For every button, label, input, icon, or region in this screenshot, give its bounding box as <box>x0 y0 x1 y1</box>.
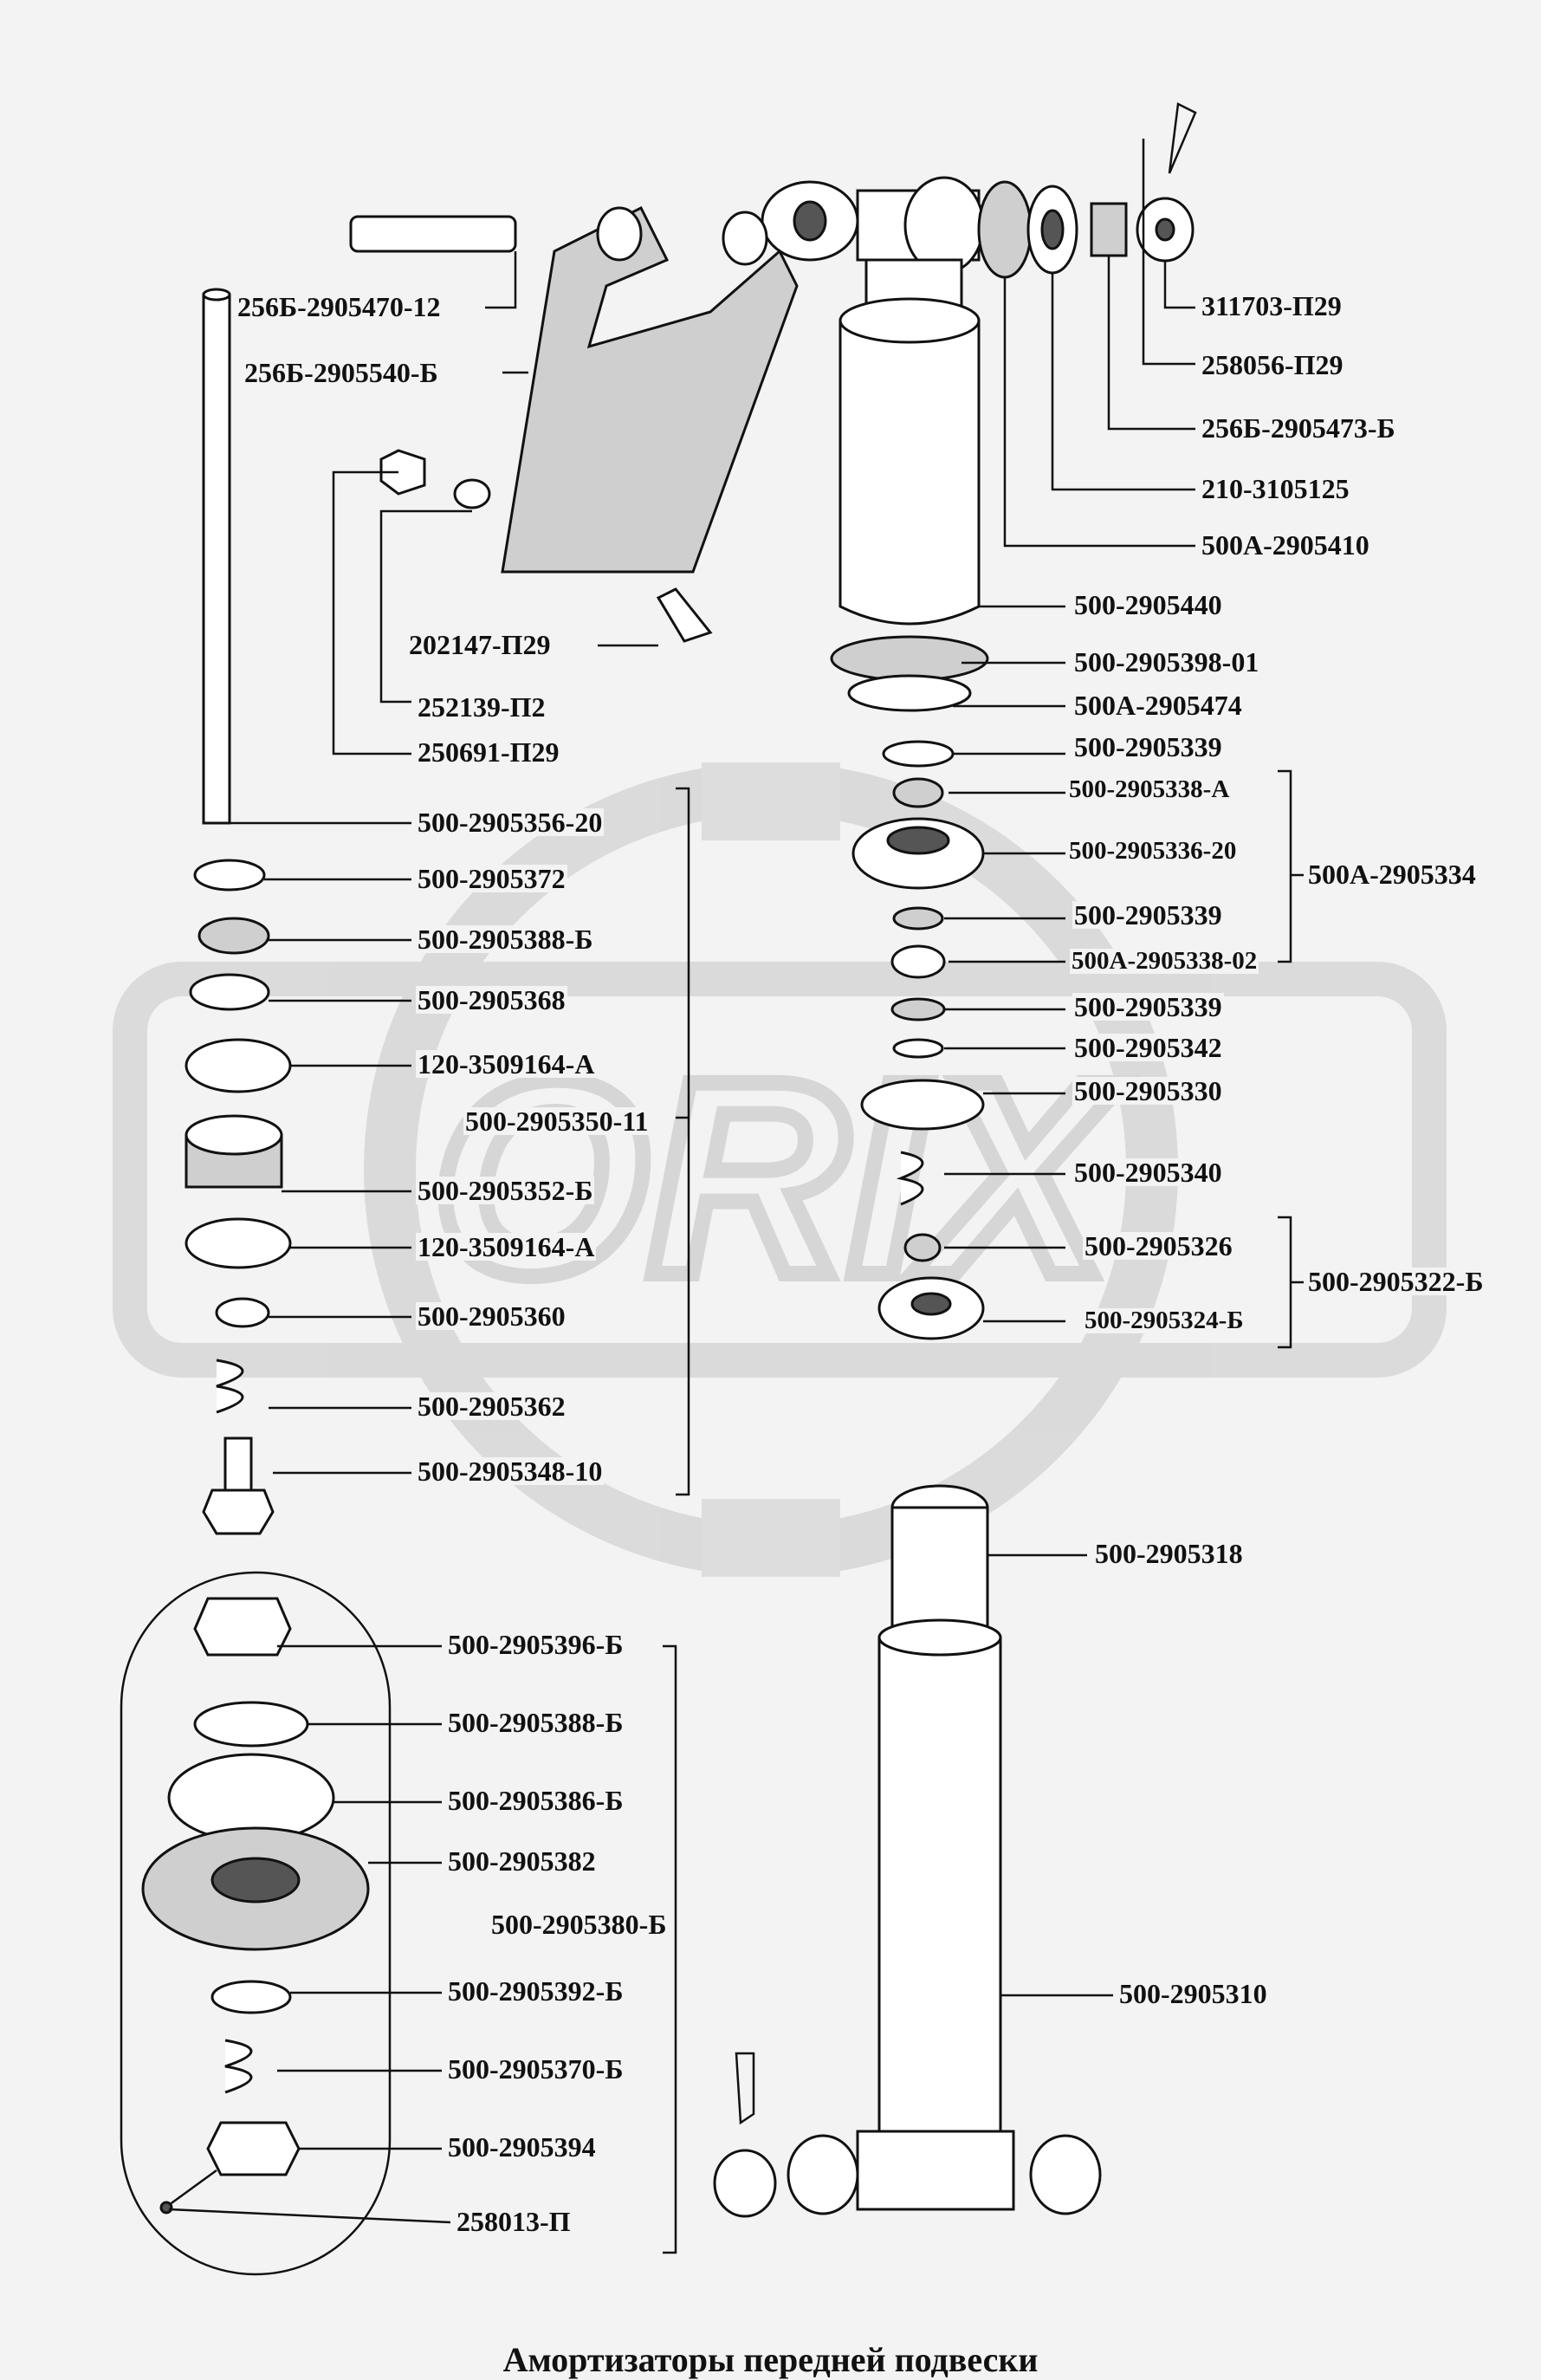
part-label-500a-2905410: 500А-2905410 <box>1200 529 1371 561</box>
part-label-500-2905350-11: 500-2905350-11 <box>463 1106 651 1137</box>
part-label-500-2905339-c: 500-2905339 <box>1072 991 1224 1022</box>
part-label-500-2905348-10: 500-2905348-10 <box>416 1456 605 1487</box>
part-label-500-2905336-20: 500-2905336-20 <box>1067 837 1239 865</box>
part-label-252139-p2: 252139-П2 <box>416 691 547 723</box>
part-label-256b-2905470-12: 256Б-2905470-12 <box>236 291 443 322</box>
part-label-500-2905392-b: 500-2905392-Б <box>446 1975 625 2007</box>
detail-oval <box>120 1571 392 2276</box>
mounting-bracket <box>349 205 799 643</box>
shock-absorber-body <box>713 1484 1102 2218</box>
part-label-210-3105125: 210-3105125 <box>1200 473 1351 504</box>
part-label-256b-2905473-b: 256Б-2905473-Б <box>1200 412 1397 444</box>
part-label-500-2905330: 500-2905330 <box>1072 1075 1224 1106</box>
part-label-500-2905372: 500-2905372 <box>416 863 567 894</box>
part-label-500-2905440: 500-2905440 <box>1072 589 1224 620</box>
part-label-202147-p29: 202147-П29 <box>407 629 553 660</box>
valve-stack-parts <box>851 740 985 1340</box>
watermark-logo: ORIX <box>113 762 1447 1577</box>
part-label-500-2905370-b: 500-2905370-Б <box>446 2053 625 2085</box>
part-label-500-2905318: 500-2905318 <box>1093 1538 1245 1569</box>
part-label-500-2905340: 500-2905340 <box>1072 1157 1224 1188</box>
part-label-500-2905388-b-top: 500-2905388-Б <box>416 924 595 955</box>
part-label-311703-p29: 311703-П29 <box>1200 290 1344 321</box>
part-label-258013-p: 258013-П <box>455 2206 573 2237</box>
part-label-500-2905310: 500-2905310 <box>1117 1978 1269 2009</box>
part-label-500-2905352-b: 500-2905352-Б <box>416 1175 595 1206</box>
part-label-500-2905338-a: 500-2905338-А <box>1067 775 1232 803</box>
part-label-500a-2905338-02: 500А-2905338-02 <box>1070 947 1259 975</box>
part-label-120-3509164-a-bottom: 120-3509164-А <box>416 1231 597 1262</box>
diagram-caption: Амортизаторы передней подвески <box>502 2340 1039 2379</box>
part-label-500-2905382: 500-2905382 <box>446 1845 598 1877</box>
part-label-256b-2905540-b: 256Б-2905540-Б <box>243 357 440 388</box>
part-label-500-2905388-b-detail: 500-2905388-Б <box>446 1707 625 1738</box>
part-label-500-2905342: 500-2905342 <box>1072 1032 1224 1063</box>
part-label-500a-2905334: 500А-2905334 <box>1306 859 1478 890</box>
part-label-120-3509164-a-top: 120-3509164-А <box>416 1048 597 1080</box>
part-label-500-2905322-b: 500-2905322-Б <box>1306 1266 1486 1297</box>
leader-lines <box>168 139 1304 2254</box>
part-label-250691-p29: 250691-П29 <box>416 736 561 768</box>
part-label-500-2905380-b: 500-2905380-Б <box>489 1909 669 1940</box>
part-label-500-2905398-01: 500-2905398-01 <box>1072 646 1261 678</box>
part-label-500-2905339-b: 500-2905339 <box>1072 899 1224 931</box>
upper-eye-assembly <box>761 102 1197 279</box>
part-label-500-2905324-b: 500-2905324-Б <box>1083 1307 1246 1334</box>
part-label-500-2905396-b: 500-2905396-Б <box>446 1629 625 1660</box>
long-rod <box>202 288 231 825</box>
left-stack-parts <box>185 859 292 1535</box>
part-label-500-2905360: 500-2905360 <box>416 1300 567 1332</box>
part-label-500a-2905474: 500А-2905474 <box>1072 690 1244 721</box>
shock-absorber-casing <box>830 258 989 712</box>
part-label-500-2905368: 500-2905368 <box>416 984 567 1015</box>
part-label-500-2905362: 500-2905362 <box>416 1391 567 1422</box>
part-label-500-2905394: 500-2905394 <box>446 2131 598 2163</box>
part-label-500-2905339-a: 500-2905339 <box>1072 731 1224 762</box>
part-label-258056-p29: 258056-П29 <box>1200 349 1345 380</box>
part-label-500-2905356-20: 500-2905356-20 <box>416 807 605 838</box>
part-label-500-2905386-b: 500-2905386-Б <box>446 1785 625 1816</box>
part-label-500-2905326: 500-2905326 <box>1083 1230 1234 1261</box>
